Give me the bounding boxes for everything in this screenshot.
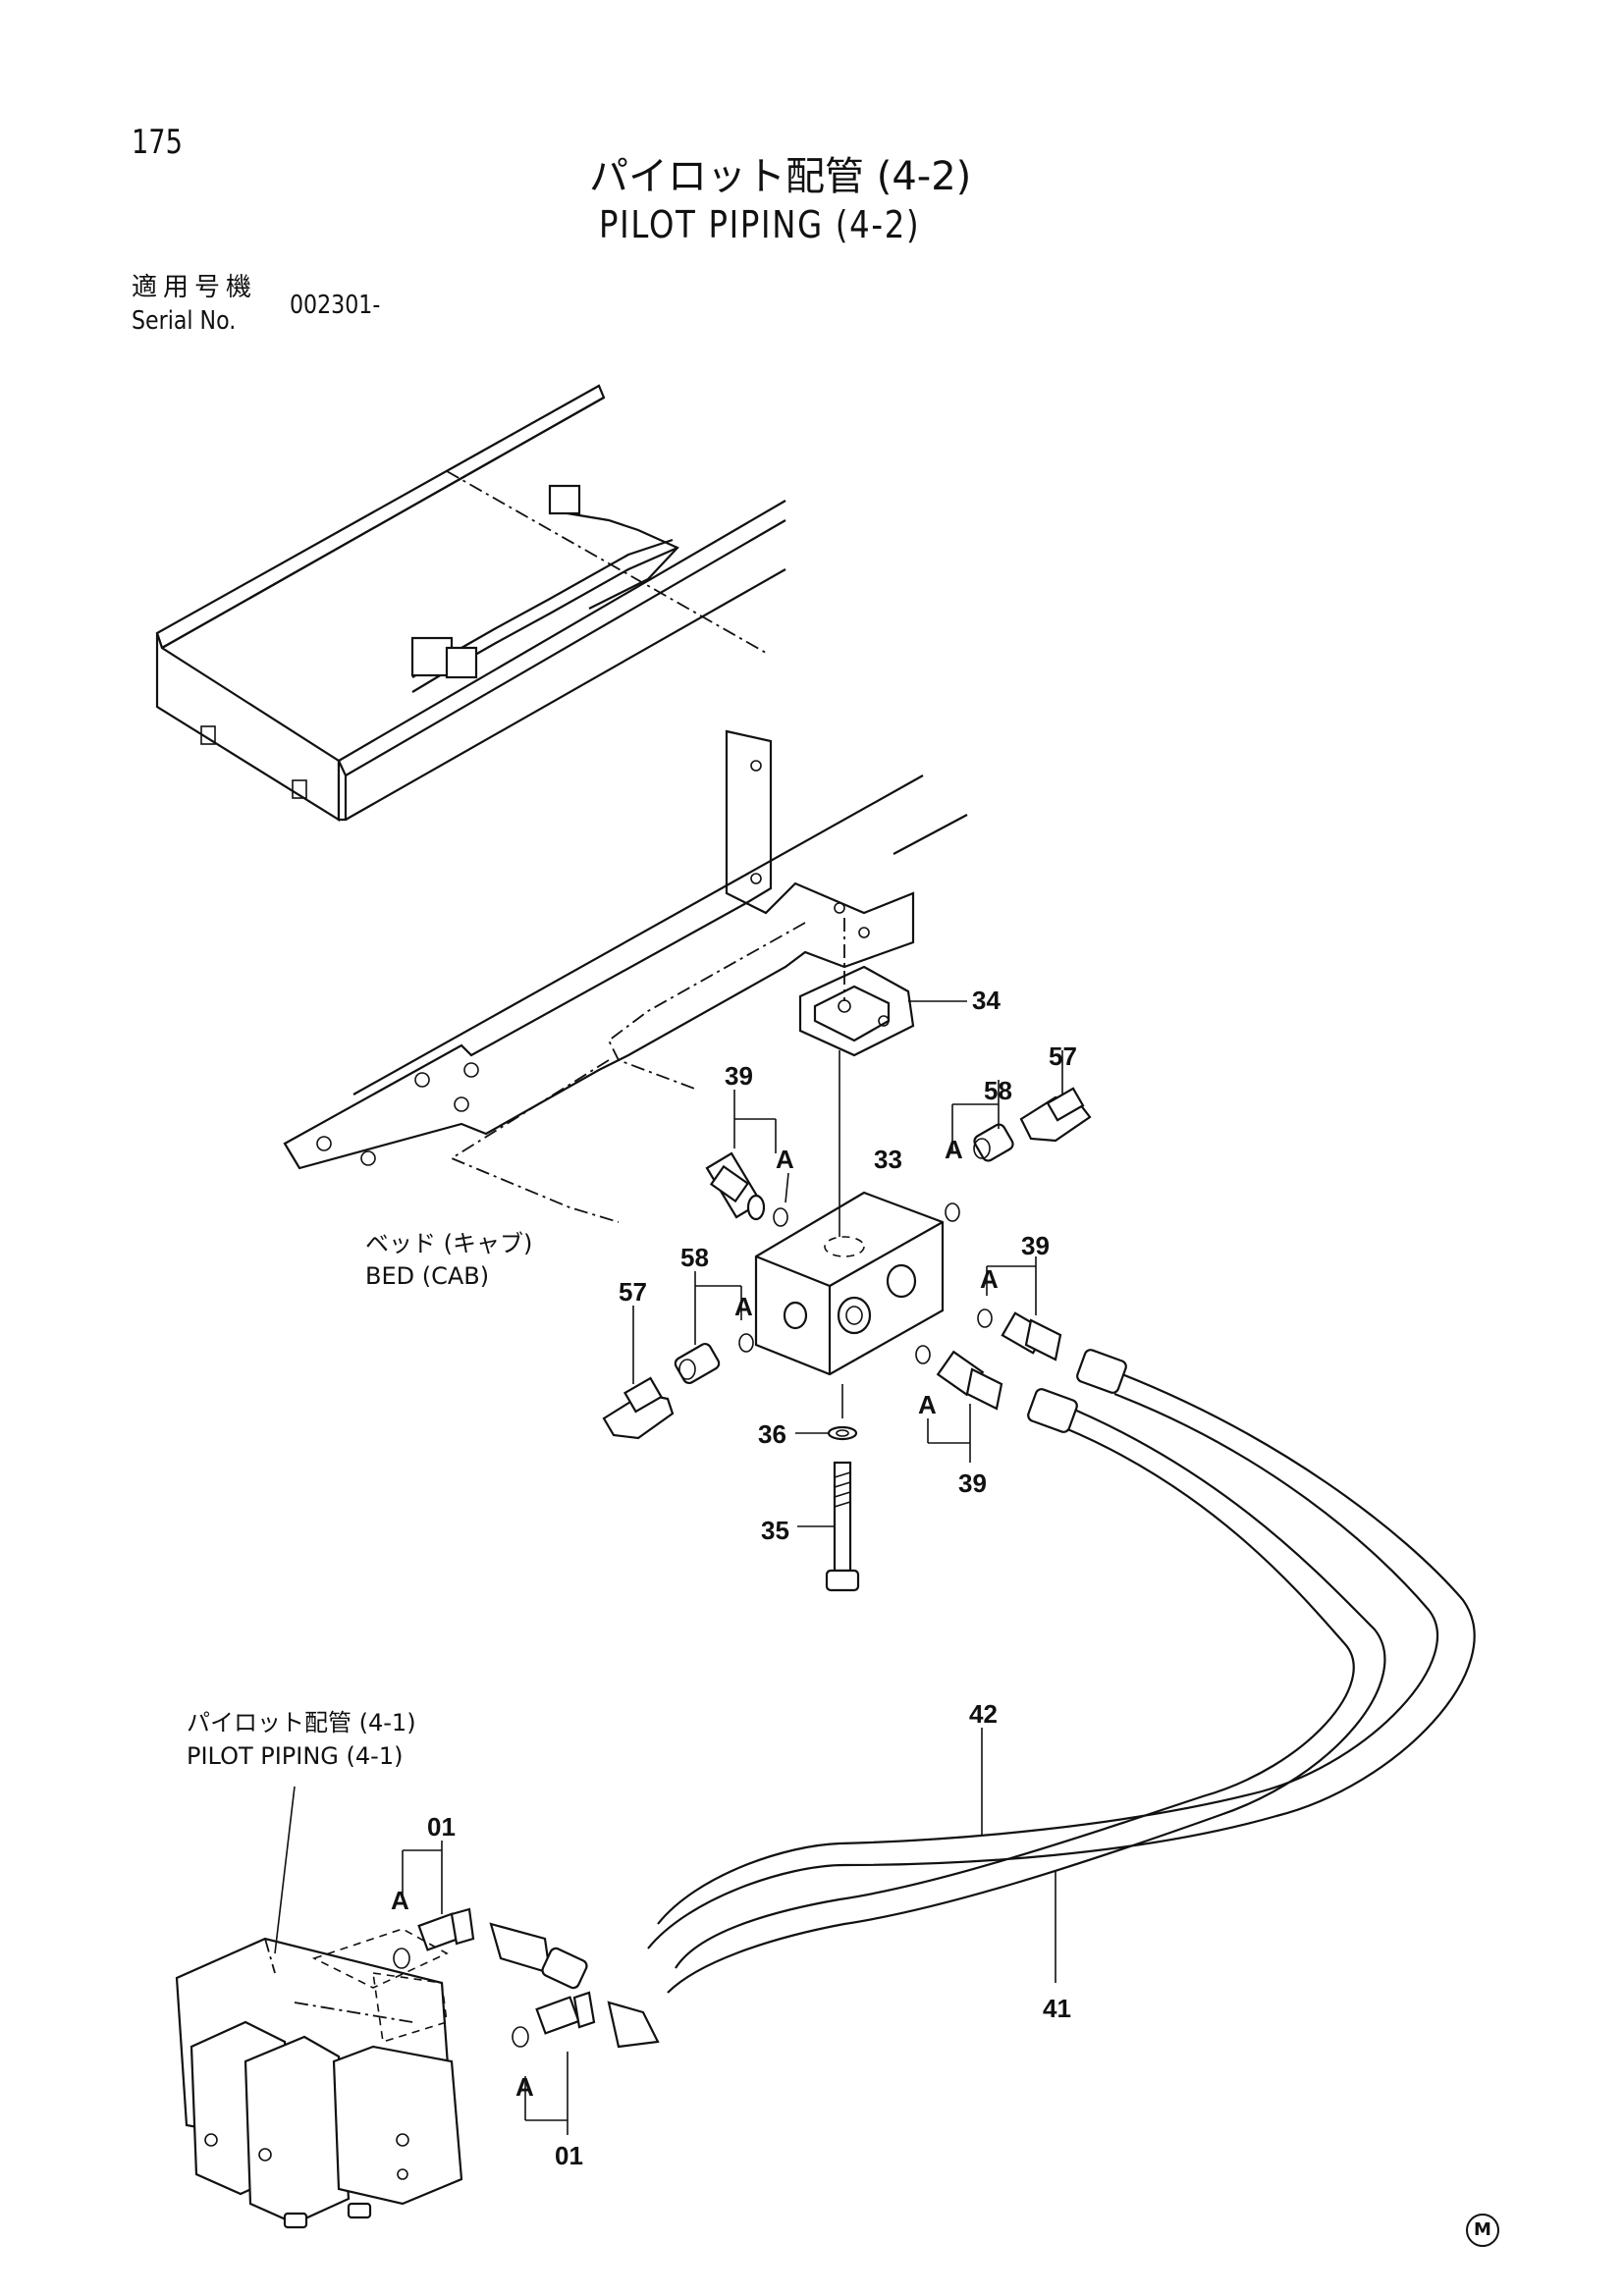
callout-39-right: 39: [1021, 1231, 1050, 1260]
fitting-01-lower: [512, 1991, 660, 2135]
manufacturer-mark: M: [1466, 2214, 1499, 2247]
callout-36: 36: [758, 1419, 786, 1449]
bed-plate: [283, 729, 968, 1223]
callout-57-left: 57: [619, 1277, 647, 1307]
callout-01-upper: 01: [427, 1812, 456, 1842]
callout-39-lower: 39: [958, 1468, 987, 1498]
block-33: [754, 1050, 945, 1418]
cab-beam: [155, 384, 786, 822]
callout-41: 41: [1043, 1994, 1071, 2023]
fitting-39-right: [977, 1256, 1062, 1362]
bolt-35: [795, 1425, 860, 1592]
bed-cab-label-japanese: ベッド (キャブ): [365, 1230, 533, 1257]
fitting-01-upper: [393, 1841, 588, 1990]
fitting-39-upper: [705, 1090, 789, 1227]
pilot-piping-ref-english: PILOT PIPING (4-1): [187, 1742, 404, 1770]
callout-58-left: 58: [680, 1243, 709, 1272]
callout-01-lower: 01: [555, 2141, 583, 2170]
pilot-valve-assembly: [175, 1786, 463, 2229]
clamp-34: [798, 918, 967, 1057]
serial-number-value: 002301-: [290, 291, 381, 320]
callout-a-upper-right: A: [945, 1135, 963, 1164]
page-number: 175: [132, 123, 183, 162]
callout-42: 42: [969, 1699, 998, 1729]
callout-33: 33: [874, 1145, 902, 1174]
adapter-58-upper: [945, 1080, 1014, 1222]
callout-a-01-upper: A: [391, 1886, 409, 1915]
pilot-piping-ref-japanese: パイロット配管 (4-1): [187, 1709, 416, 1736]
serial-label-japanese: 適用号機: [132, 273, 258, 302]
callout-a-upper-left: A: [776, 1145, 794, 1174]
title-japanese: パイロット配管 (4-2): [589, 154, 972, 199]
callout-a-left: A: [734, 1292, 753, 1321]
callout-a-right: A: [980, 1264, 999, 1294]
callout-58-upper: 58: [984, 1076, 1012, 1105]
callout-a-01-lower: A: [515, 2072, 534, 2102]
callout-34: 34: [972, 986, 1001, 1015]
plug-57-upper: [1019, 1050, 1092, 1143]
callouts: 34 33 35 36 39 39 39 57 57 58 58 41 42 0…: [391, 986, 1077, 2170]
hose-41: [667, 1388, 1386, 1994]
hose-42: [647, 1349, 1476, 1949]
plug-57-left: [602, 1306, 675, 1440]
serial-label-english: Serial No.: [132, 306, 237, 336]
bed-cab-label-english: BED (CAB): [365, 1262, 490, 1290]
callout-a-lower: A: [918, 1390, 937, 1419]
adapter-58-left: [674, 1271, 754, 1385]
title-english: PILOT PIPING (4-2): [599, 203, 921, 246]
callout-57-upper: 57: [1049, 1041, 1077, 1071]
fitting-39-lower: [915, 1345, 1003, 1463]
callout-35: 35: [761, 1516, 789, 1545]
callout-39-upper: 39: [725, 1061, 753, 1091]
